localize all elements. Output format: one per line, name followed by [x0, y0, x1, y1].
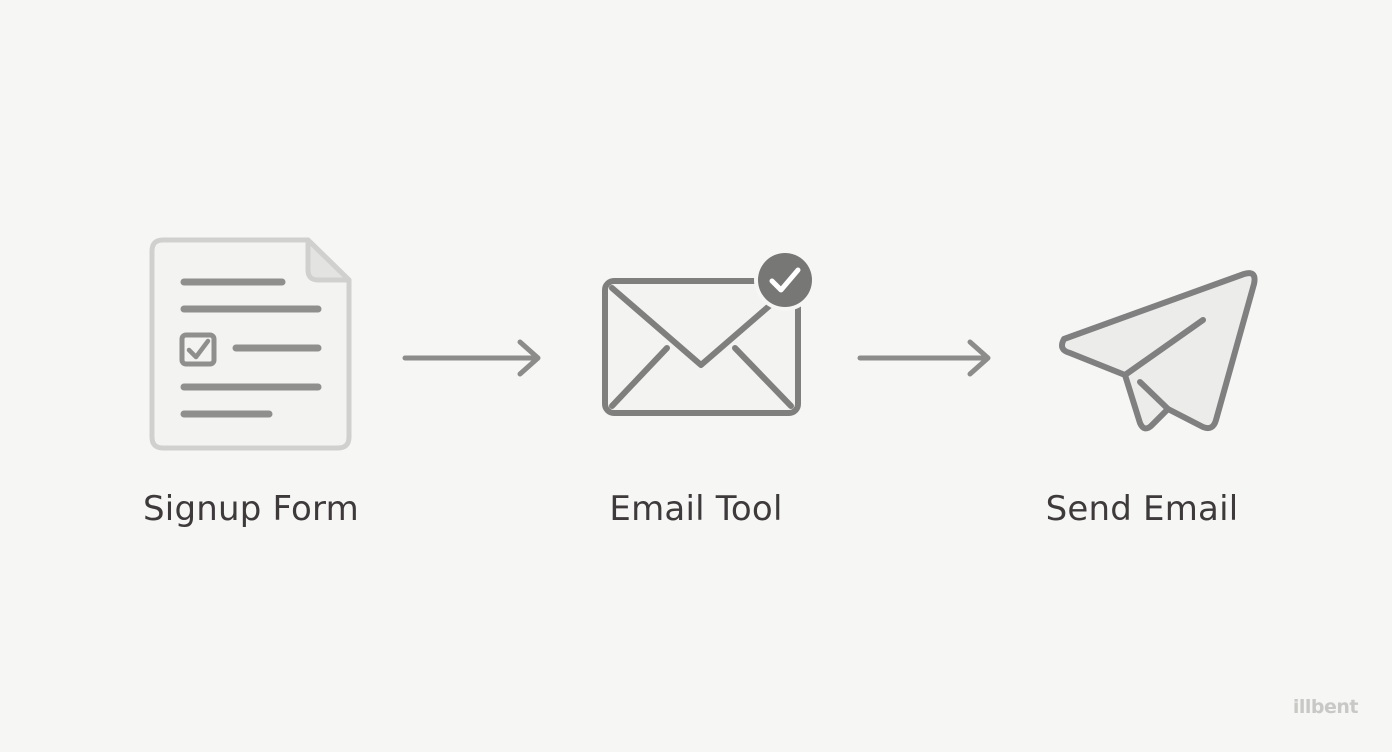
step-label-signup-form: Signup Form — [143, 489, 359, 529]
arrow-right-icon — [402, 339, 541, 377]
step-label-email-tool: Email Tool — [609, 489, 783, 529]
paper-plane-icon — [1059, 270, 1258, 432]
arrow-right-icon — [857, 339, 991, 377]
step-label-send-email: Send Email — [1045, 489, 1239, 529]
envelope-check-icon — [602, 249, 816, 416]
signup-form-icon — [149, 237, 352, 451]
watermark: illbent — [1292, 696, 1359, 718]
